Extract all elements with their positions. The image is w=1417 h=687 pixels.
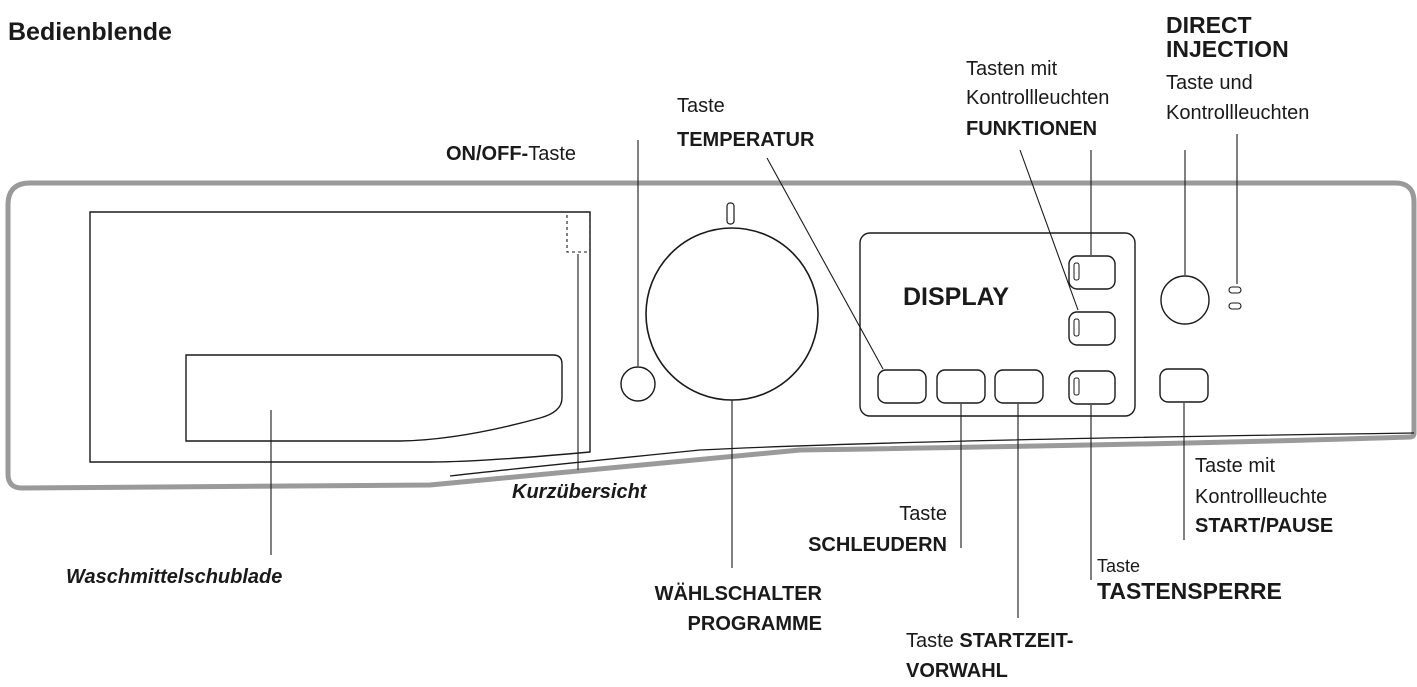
label-funktionen-3: FUNKTIONEN (966, 118, 1098, 140)
label-startzeit-2: VORWAHL (906, 660, 1008, 682)
key-lock-button (1068, 370, 1116, 405)
start-pause-button (1159, 368, 1209, 403)
panel-inner-curve (449, 432, 1415, 477)
label-on-off: ON/OFF-Taste (446, 142, 576, 166)
label-on-off-plain: Taste (528, 143, 577, 165)
diagram-title: Bedienblende (8, 18, 172, 46)
display-label: DISPLAY (903, 283, 1010, 311)
function-button-2 (1068, 311, 1116, 346)
label-startzeit-1: Taste STARTZEIT- (906, 629, 1073, 653)
label-waschmittelschublade: Waschmittelschublade (66, 566, 283, 588)
label-on-off-bold: ON/OFF- (446, 143, 529, 165)
start-delay-button (994, 369, 1044, 404)
spin-button (936, 369, 986, 404)
label-startpause-1: Taste mit (1195, 455, 1276, 477)
label-tastensperre-1: Taste (1097, 556, 1141, 576)
direct-injection-button (1160, 275, 1210, 325)
label-schleudern-2: SCHLEUDERN (808, 534, 947, 556)
label-startpause-3: START/PAUSE (1195, 515, 1334, 537)
label-startpause-2: Kontrollleuchte (1195, 486, 1328, 508)
direct-injection-led-2 (1228, 302, 1242, 310)
quick-reference-marker (566, 211, 591, 253)
label-tastensperre-2: TASTENSPERRE (1097, 578, 1282, 604)
label-startzeit-plain: Taste (906, 630, 954, 652)
label-direct-3: Taste und (1166, 72, 1253, 94)
knob-indicator (726, 202, 735, 225)
function-button-1 (1068, 255, 1116, 290)
drawer-handle (185, 354, 563, 442)
leader-funktionen-2 (1019, 149, 1079, 311)
label-kurzuebersicht: Kurzübersicht (512, 481, 647, 503)
on-off-button (620, 366, 656, 402)
label-direct-2: INJECTION (1166, 36, 1289, 62)
direct-injection-led-1 (1228, 286, 1242, 294)
label-direct-1: DIRECT (1166, 12, 1252, 38)
label-waehlschalter-2: PROGRAMME (687, 613, 822, 635)
label-direct-4: Kontrollleuchten (1166, 102, 1310, 124)
label-waehlschalter-1: WÄHLSCHALTER (654, 583, 822, 605)
program-selector-knob (645, 227, 819, 401)
leader-temperatur (766, 157, 884, 370)
label-temperatur-2: TEMPERATUR (677, 129, 815, 151)
temperature-button (877, 369, 927, 404)
label-schleudern-1: Taste (899, 503, 947, 525)
label-funktionen-2: Kontrollleuchten (966, 87, 1110, 109)
label-funktionen-1: Tasten mit (966, 58, 1058, 80)
panel-outline (5, 180, 1417, 491)
label-startzeit-bold: STARTZEIT- (959, 630, 1074, 652)
label-temperatur-1: Taste (677, 95, 725, 117)
